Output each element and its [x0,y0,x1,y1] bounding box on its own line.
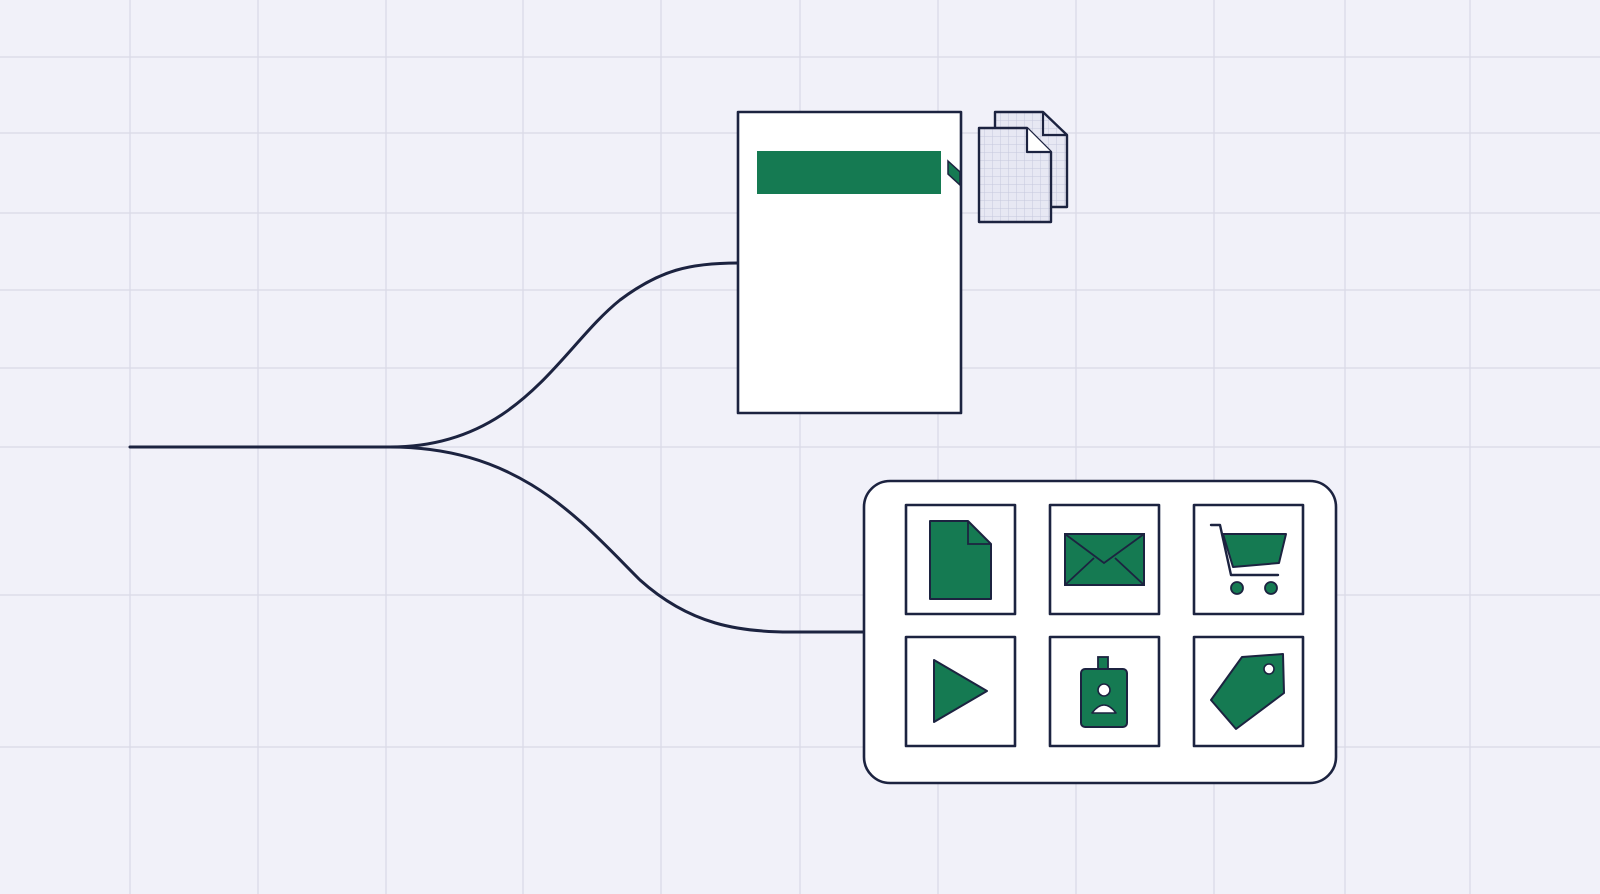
pointer-arrow [947,159,961,187]
copy-files-icon [977,110,1069,224]
tile-envelope[interactable] [1048,503,1161,616]
price-tag-icon [1210,653,1285,730]
icon-panel [862,479,1338,785]
document-card [736,110,963,415]
file-icon [929,520,992,600]
tile-file[interactable] [904,503,1017,616]
tile-play[interactable] [904,635,1017,748]
branch-to-icon-panel [388,445,866,634]
tile-tag[interactable] [1192,635,1305,748]
tile-cart[interactable] [1192,503,1305,616]
green-header-bar [757,151,941,194]
branch-to-document [388,261,740,449]
id-badge-icon [1080,656,1128,728]
envelope-icon [1064,533,1145,586]
shopping-cart-icon [1209,523,1287,595]
tile-badge[interactable] [1048,635,1161,748]
play-icon [933,659,988,723]
